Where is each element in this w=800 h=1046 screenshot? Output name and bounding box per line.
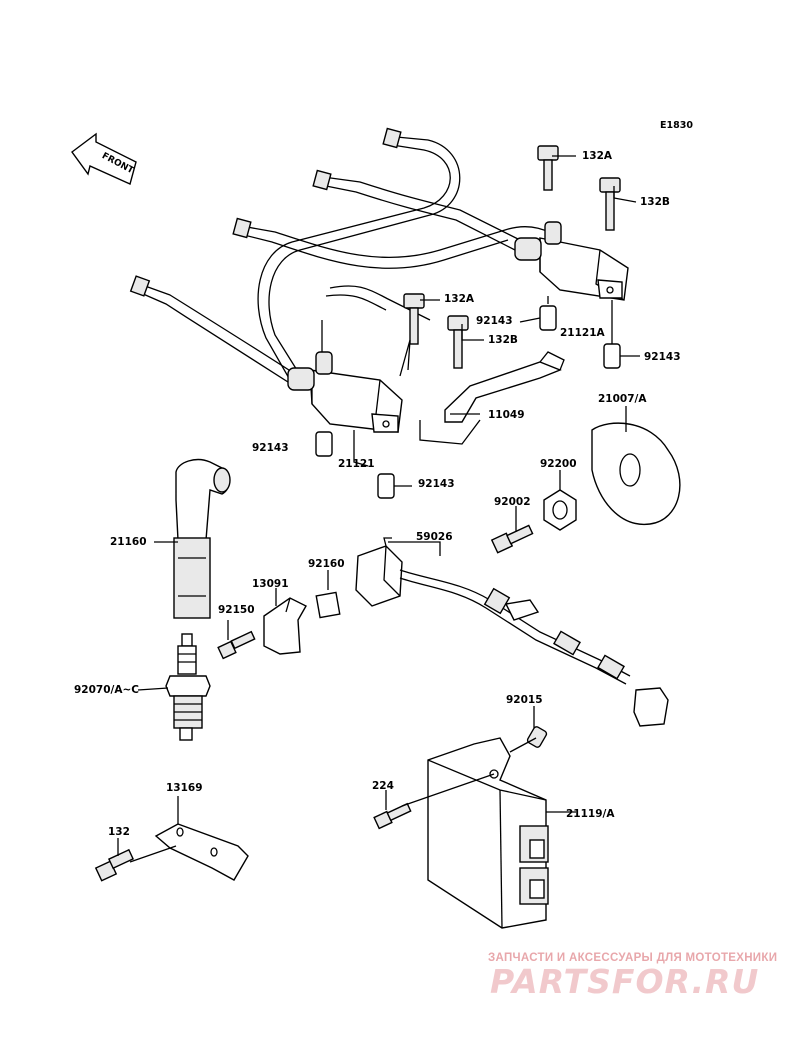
label-11049: 11049 bbox=[488, 409, 525, 421]
label-92002: 92002 bbox=[494, 496, 531, 508]
bolt-132B-top-icon bbox=[599, 177, 621, 231]
front-arrow-icon: FRONT bbox=[71, 132, 137, 185]
label-132B-top: 132B bbox=[640, 196, 670, 208]
label-59026: 59026 bbox=[416, 531, 453, 543]
label-92143-d: 92143 bbox=[418, 478, 455, 490]
bracket-11049 bbox=[444, 351, 565, 423]
screw-92150-icon bbox=[217, 630, 256, 660]
bolt-92015-icon bbox=[526, 726, 548, 748]
label-132A-top: 132A bbox=[582, 150, 613, 162]
ignition-coil-21121 bbox=[287, 351, 403, 433]
diagram-code: E1830 bbox=[660, 120, 693, 131]
collar-92143-c-icon bbox=[315, 431, 333, 457]
bracket-13091 bbox=[263, 597, 307, 655]
pickup-coil-59026 bbox=[355, 537, 669, 727]
screw-224-icon bbox=[373, 802, 412, 830]
ignition-coil-21121A bbox=[514, 221, 629, 301]
label-92143-b: 92143 bbox=[644, 351, 681, 363]
label-92200: 92200 bbox=[540, 458, 577, 470]
leader-lines bbox=[117, 155, 640, 863]
ic-igniter-21119A bbox=[427, 737, 549, 929]
label-92160: 92160 bbox=[308, 558, 345, 570]
timing-rotor-21007A bbox=[591, 422, 681, 525]
label-21121: 21121 bbox=[338, 458, 375, 470]
collar-92143-b-icon bbox=[603, 343, 621, 369]
spark-plug-92070 bbox=[165, 633, 211, 741]
watermark-logo: PARTSFOR.RU bbox=[490, 962, 760, 1001]
bolt-92002-icon bbox=[490, 524, 534, 554]
spark-plug-cap-21160 bbox=[173, 458, 231, 619]
label-13169: 13169 bbox=[166, 782, 203, 794]
bolt-132B-mid-icon bbox=[447, 315, 469, 369]
label-21121A: 21121A bbox=[560, 327, 605, 339]
label-132B-mid: 132B bbox=[488, 334, 518, 346]
label-132: 132 bbox=[108, 826, 130, 838]
plate-92160-icon bbox=[315, 591, 341, 619]
bolt-132A-mid-icon bbox=[403, 293, 425, 345]
label-132A-mid: 132A bbox=[444, 293, 475, 305]
label-92143-a: 92143 bbox=[476, 315, 513, 327]
watermark-caption: ЗАПЧАСТИ И АКСЕССУАРЫ ДЛЯ МОТОТЕХНИКИ bbox=[488, 952, 778, 964]
label-21119A: 21119/A bbox=[566, 808, 615, 820]
label-92150: 92150 bbox=[218, 604, 255, 616]
collar-92143-d-icon bbox=[377, 473, 395, 499]
bolt-132-icon bbox=[94, 848, 135, 882]
collar-92143-a-icon bbox=[539, 305, 557, 331]
label-224: 224 bbox=[372, 780, 394, 792]
bolt-132A-top-icon bbox=[537, 145, 559, 191]
label-92143-c: 92143 bbox=[252, 442, 289, 454]
label-13091: 13091 bbox=[252, 578, 289, 590]
spark-plug-leads bbox=[129, 127, 561, 383]
label-92070: 92070/A~C bbox=[74, 684, 139, 696]
nut-92200-icon bbox=[543, 489, 577, 531]
label-92015: 92015 bbox=[506, 694, 543, 706]
bracket-13169 bbox=[154, 823, 249, 881]
label-21160: 21160 bbox=[110, 536, 147, 548]
label-21007A: 21007/A bbox=[598, 393, 647, 405]
